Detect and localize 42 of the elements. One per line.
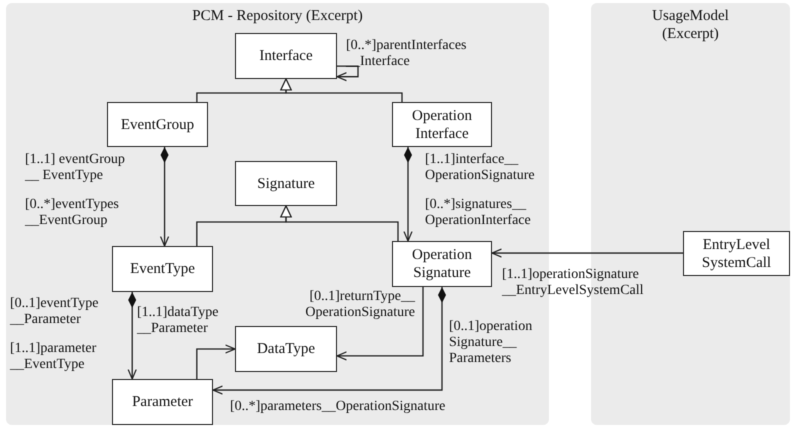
- role-label: [1..1]dataType __Parameter: [137, 305, 220, 337]
- class-box: [107, 102, 208, 147]
- class-name: Signature: [257, 174, 315, 192]
- role-label: [1..1] eventGroup __ EventType: [25, 152, 126, 184]
- generalization-arrow: [280, 78, 403, 102]
- composition-arrow: [403, 147, 413, 242]
- association-arrow: [196, 344, 236, 379]
- role-label: [0..1]returnType__ OperationSignature: [304, 289, 415, 321]
- class-name: EntryLevel SystemCall: [700, 236, 772, 272]
- panel-title: UsageModel (Excerpt): [651, 7, 730, 43]
- class-box: [683, 231, 790, 276]
- role-label: [0..*]parameters__OperationSignature: [230, 399, 446, 415]
- role-label: [0..1]operation Signature__ Parameters: [449, 319, 534, 367]
- class-name: DataType: [256, 340, 316, 358]
- class-box: [392, 102, 492, 147]
- role-label: [0..*]eventTypes __EventGroup: [25, 197, 120, 229]
- association-arrow: [336, 65, 359, 82]
- role-label: [1..1]operationSignature __EntryLevelSystemCall: [502, 267, 645, 299]
- class-box: [392, 241, 492, 287]
- class-name: EventType: [130, 260, 195, 278]
- composition-arrow: [128, 292, 137, 380]
- class-name: Operation Interface: [411, 106, 473, 142]
- role-label: [0..1]eventType __Parameter: [10, 296, 100, 328]
- generalization-arrow: [280, 205, 399, 241]
- class-name: Interface: [259, 47, 313, 65]
- class-box: [112, 379, 213, 425]
- panel-title: PCM - Repository (Excerpt): [191, 7, 364, 25]
- role-label: [0..*]signatures__ OperationInterface: [425, 197, 532, 229]
- class-box: [235, 326, 337, 372]
- association-arrow: [336, 287, 424, 360]
- class-box: [235, 33, 337, 79]
- class-name: Parameter: [132, 393, 193, 411]
- class-box: [112, 246, 213, 292]
- composition-arrow: [160, 147, 170, 247]
- class-name: EventGroup: [120, 116, 194, 134]
- composition-arrow: [212, 287, 446, 395]
- class-name: Operation Signature: [411, 246, 473, 282]
- association-arrow: [491, 248, 683, 258]
- class-box: [235, 161, 337, 206]
- role-label: [0..*]parentInterfaces __Interface: [346, 38, 468, 70]
- role-label: [1..1]parameter __EventType: [10, 341, 98, 373]
- role-label: [1..1]interface__ OperationSignature: [425, 152, 536, 184]
